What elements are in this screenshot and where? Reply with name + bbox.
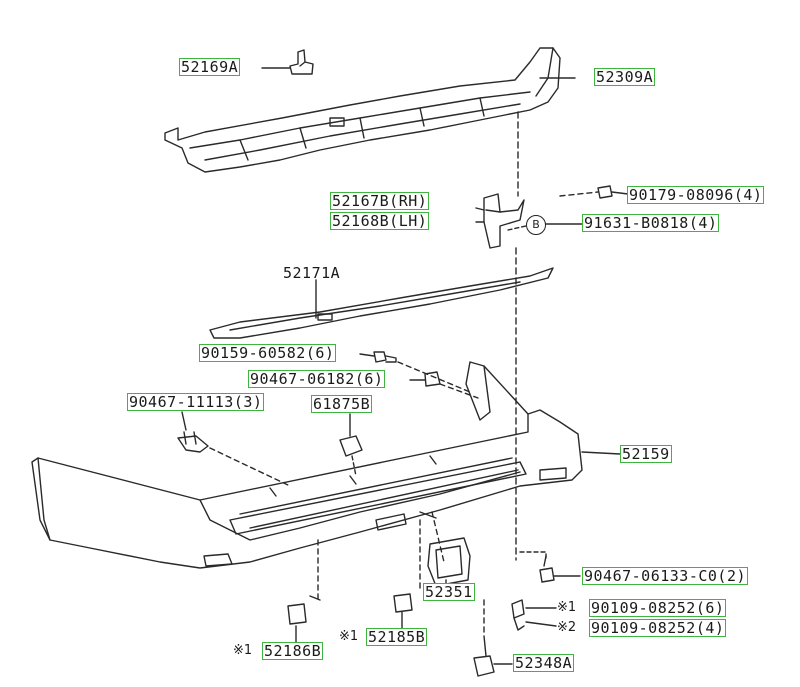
callout-52168b[interactable]: 52168B(LH): [329, 212, 430, 230]
callout-52309a[interactable]: 52309A: [593, 68, 656, 86]
callout-52171a[interactable]: 52171A: [283, 264, 341, 282]
callout-90179[interactable]: 90179-08096(4): [626, 186, 765, 204]
callout-61875b[interactable]: 61875B: [310, 395, 373, 413]
note-mark-1-52186b: ※1: [233, 643, 253, 658]
callout-52167b[interactable]: 52167B(RH): [329, 192, 430, 210]
note-mark-1-52185b: ※1: [339, 629, 359, 644]
callout-52185b[interactable]: 52185B: [365, 628, 428, 646]
bracket-52169a-drawing: [261, 49, 314, 75]
callout-90467-06133[interactable]: 90467-06133-C0(2): [581, 567, 749, 585]
callout-52169a[interactable]: 52169A: [178, 58, 241, 76]
bolt-90109-drawing: [511, 599, 557, 631]
reference-b-icon: B: [526, 215, 546, 235]
clip-90467-06133-drawing: [519, 551, 581, 583]
callout-90467-11113[interactable]: 90467-11113(3): [126, 393, 265, 411]
bumper-52159-drawing: [31, 361, 621, 569]
bracket-52348a-drawing: [473, 599, 513, 677]
callout-90109-b[interactable]: 90109-08252(4): [588, 619, 727, 637]
callout-52351[interactable]: 52351: [423, 583, 475, 601]
callout-52348a[interactable]: 52348A: [512, 654, 575, 672]
moulding-52171a-drawing: [209, 267, 554, 339]
bracket-52167b-drawing: [475, 193, 525, 249]
callout-90159[interactable]: 90159-60582(6): [198, 344, 337, 362]
clip-90467-11113-drawing: [177, 411, 291, 487]
callout-52186b[interactable]: 52186B: [261, 642, 324, 660]
bolt-90159-drawing: [359, 351, 471, 393]
bracket-52185b-drawing: [393, 511, 437, 631]
callout-52159[interactable]: 52159: [620, 445, 672, 463]
clip-90179-drawing: [559, 185, 629, 199]
nut-90467-06182-drawing: [409, 371, 479, 399]
step-rail-52309a-drawing: [164, 47, 576, 173]
note-mark-2: ※2: [557, 620, 577, 635]
note-mark-1: ※1: [557, 600, 577, 615]
bracket-52186b-drawing: [287, 539, 321, 643]
callout-90109-a[interactable]: 90109-08252(6): [588, 599, 727, 617]
callout-90467-06182[interactable]: 90467-06182(6): [247, 370, 386, 388]
cover-61875b-drawing: [339, 413, 363, 477]
callout-91631[interactable]: 91631-B0818(4): [581, 214, 720, 232]
